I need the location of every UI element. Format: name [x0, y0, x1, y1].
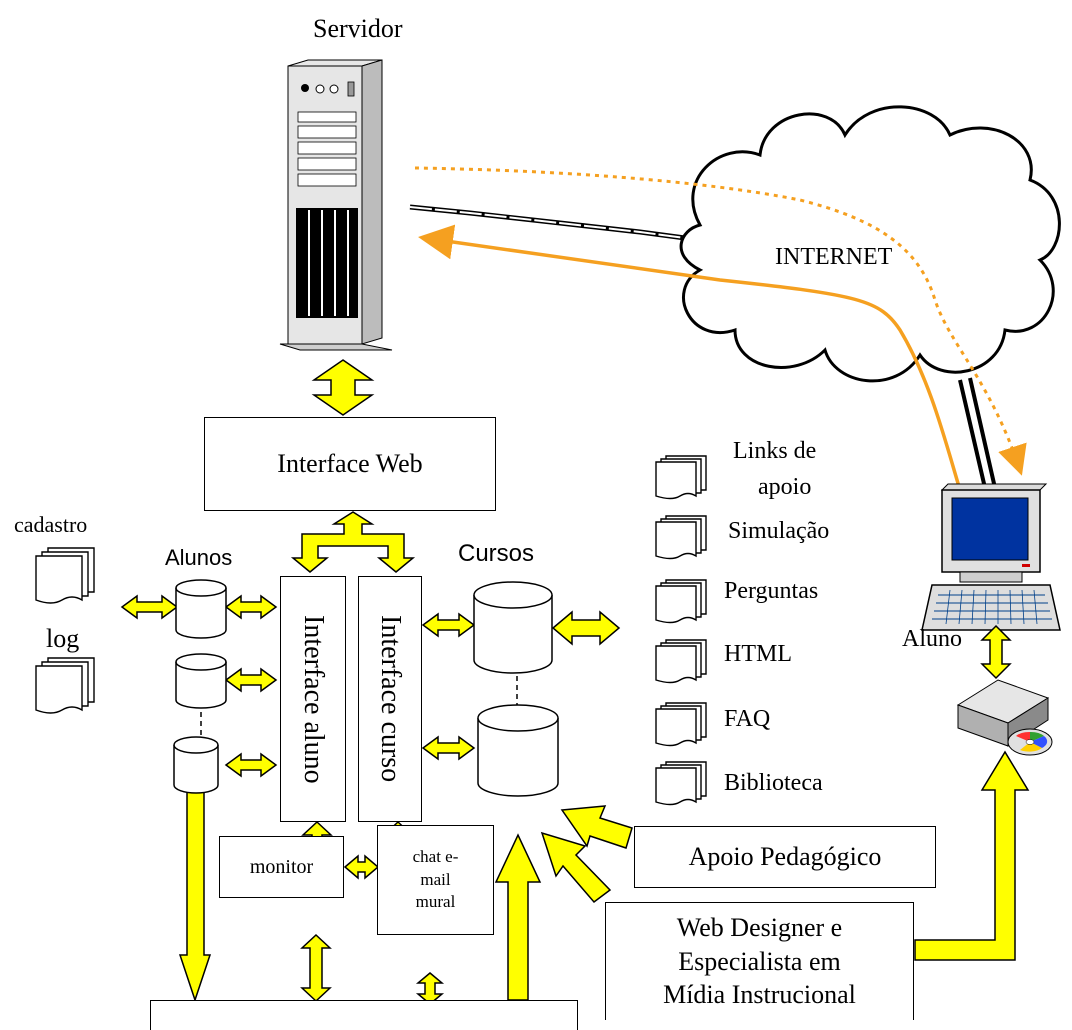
- interface-aluno-label: Interface aluno: [298, 614, 329, 784]
- request-dotted-line: [414, 166, 1027, 476]
- cursos-database-2: [477, 704, 559, 797]
- network-cable: [409, 204, 701, 243]
- cursos-db1-arrow: [421, 612, 476, 638]
- server-icon: [279, 59, 393, 351]
- server-web-arrow: [311, 359, 375, 416]
- panel-alunos-arrow: [120, 594, 179, 620]
- monitor-label: monitor: [249, 855, 314, 878]
- alunos-db2-arrow: [224, 667, 278, 693]
- computer-cable: [958, 379, 987, 489]
- alunos-down-arrow: [178, 774, 212, 1003]
- apoio-pedagogico-label: Apoio Pedagógico: [688, 842, 882, 871]
- aluno-label: Aluno: [902, 626, 962, 652]
- cadastro-label: cadastro: [14, 512, 88, 537]
- faq-label: FAQ: [724, 706, 771, 732]
- internet-cloud-icon: [679, 105, 1061, 383]
- cursos-resources-arrow: [551, 610, 621, 646]
- interface-aluno-box[interactable]: Interface aluno: [280, 576, 346, 822]
- bottom-box: [150, 1000, 578, 1030]
- chat-line-2: mail: [420, 869, 451, 889]
- log-document-icon: [35, 657, 95, 714]
- alunos-label: Alunos: [165, 545, 233, 570]
- monitor-chat-arrow: [343, 854, 380, 880]
- cursos-database-1: [473, 581, 553, 674]
- simulacao-label: Simulação: [728, 518, 830, 544]
- designer-cursos-arrow: [540, 831, 612, 904]
- apoio-cursos-arrow: [560, 805, 633, 849]
- server-label: Servidor: [313, 14, 403, 43]
- alunos-database-2: [175, 653, 227, 709]
- links-label-2: apoio: [758, 474, 812, 500]
- alunos-db1-arrow: [224, 594, 278, 620]
- cd-drive-icon: [956, 679, 1053, 756]
- cursos-db2-arrow: [421, 735, 476, 761]
- alunos-db3-arrow: [224, 752, 278, 778]
- cursos-label: Cursos: [458, 540, 535, 567]
- monitor-down-arrow: [300, 933, 332, 1003]
- designer-cd-arrow: [914, 750, 1030, 961]
- interface-curso-label: Interface curso: [375, 615, 406, 783]
- response-arrow-line: [418, 224, 962, 491]
- computer-cd-arrow: [980, 624, 1012, 680]
- web-interfaces-arrow: [290, 511, 416, 573]
- biblioteca-label: Biblioteca: [724, 770, 823, 796]
- computer-icon: [921, 483, 1061, 631]
- web-designer-line-2: Especialista em: [678, 946, 841, 976]
- perguntas-label: Perguntas: [724, 578, 819, 604]
- internet-label: INTERNET: [775, 244, 893, 270]
- biblioteca-document-icon: [655, 761, 707, 806]
- monitor-box[interactable]: monitor: [219, 836, 344, 898]
- interface-curso-box[interactable]: Interface curso: [358, 576, 422, 822]
- web-designer-box[interactable]: Web Designer e Especialista em Mídia Ins…: [605, 902, 914, 1020]
- links-document-icon: [655, 455, 707, 500]
- html-label: HTML: [724, 641, 792, 667]
- cursos-up-arrow: [494, 833, 542, 1001]
- web-designer-line-3: Mídia Instrucional: [663, 980, 856, 1010]
- chat-line-3: mural: [415, 892, 456, 912]
- chat-line-1: chat e-: [412, 846, 459, 866]
- interface-web-label: Interface Web: [277, 449, 423, 478]
- apoio-pedagogico-box[interactable]: Apoio Pedagógico: [634, 826, 936, 888]
- faq-document-icon: [655, 702, 707, 747]
- simulacao-document-icon: [655, 515, 707, 560]
- perguntas-document-icon: [655, 579, 707, 624]
- interface-web-box[interactable]: Interface Web: [204, 417, 496, 511]
- html-document-icon: [655, 639, 707, 684]
- web-designer-line-1: Web Designer e: [676, 912, 843, 942]
- cadastro-document-icon: [35, 547, 95, 604]
- alunos-database-3: [173, 736, 219, 794]
- links-label-1: Links de: [733, 438, 817, 464]
- log-label: log: [46, 624, 80, 653]
- chat-email-mural-box[interactable]: chat e- mail mural: [377, 825, 494, 935]
- alunos-database-1: [175, 579, 227, 639]
